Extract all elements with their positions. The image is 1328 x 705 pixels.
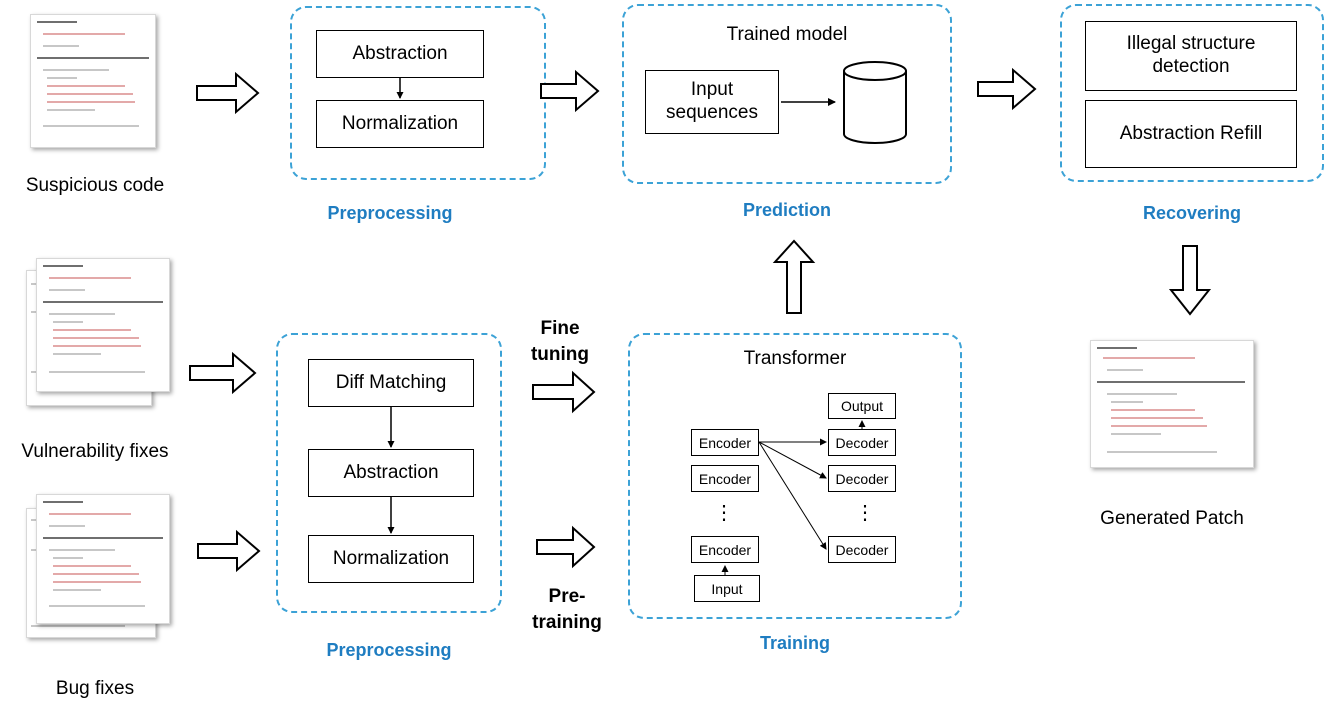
- encoder-box-3: Encoder: [691, 536, 759, 563]
- flow-arrow-pretraining: [536, 525, 596, 569]
- flow-arrow-fine-tuning: [532, 370, 596, 414]
- vulnerability-fixes-image: [36, 258, 170, 392]
- flow-arrow-bug: [197, 529, 261, 573]
- normalization-box: Normalization: [316, 100, 484, 148]
- decoder-box-3: Decoder: [828, 536, 896, 563]
- suspicious-code-image: [30, 14, 156, 148]
- flow-arrow-prediction-to-recovering: [977, 67, 1037, 111]
- output-box: Output: [828, 393, 896, 419]
- decoder-ellipsis: ⋮: [855, 502, 875, 524]
- flow-arrow-recovering-to-patch: [1168, 245, 1212, 316]
- encoder-box-1: Encoder: [691, 429, 759, 456]
- abstraction-refill-box: Abstraction Refill: [1085, 100, 1297, 168]
- diff-matching-box: Diff Matching: [308, 359, 474, 407]
- database-icon: [843, 61, 907, 144]
- illegal-structure-detection-box: Illegal structure detection: [1085, 21, 1297, 91]
- decoder-box-2: Decoder: [828, 465, 896, 492]
- encoder-to-decoder3-arrow: [758, 441, 827, 550]
- suspicious-code-caption: Suspicious code: [25, 175, 165, 196]
- illegal-structure-detection-label: Illegal structure detection: [1126, 33, 1256, 77]
- input-sequences-label: Input sequences: [666, 79, 758, 123]
- input-box: Input: [694, 575, 760, 602]
- bug-fixes-image: [36, 494, 170, 624]
- fine-tuning-label: Fine tuning: [530, 318, 590, 365]
- encoder-ellipsis: ⋮: [714, 502, 734, 524]
- abstraction-box-bottom: Abstraction: [308, 449, 474, 497]
- preprocessing-bottom-container: [276, 333, 502, 613]
- encoder-to-decoder2-arrow: [758, 441, 827, 479]
- training-stage-label: Training: [759, 633, 830, 653]
- preprocessing-top-stage-label: Preprocessing: [327, 203, 453, 223]
- generated-patch-caption: Generated Patch: [1100, 508, 1244, 529]
- recovering-stage-label: Recovering: [1142, 203, 1242, 223]
- preprocessing-bottom-stage-label: Preprocessing: [326, 640, 452, 660]
- flow-arrow-preprocess-to-prediction: [540, 69, 600, 113]
- flow-arrow-training-to-prediction: [772, 239, 816, 314]
- training-container: [628, 333, 962, 619]
- prediction-stage-label: Prediction: [742, 200, 831, 220]
- flow-arrow-suspicious: [196, 71, 260, 115]
- transformer-title: Transformer: [743, 348, 847, 369]
- prediction-container: [622, 4, 952, 184]
- decoder-box-1: Decoder: [828, 429, 896, 456]
- flow-arrow-vuln: [189, 351, 257, 395]
- bug-fixes-caption: Bug fixes: [55, 678, 135, 699]
- trained-model-title: Trained model: [726, 24, 848, 45]
- input-sequences-box: Input sequences: [645, 70, 779, 134]
- abstraction-box: Abstraction: [316, 30, 484, 78]
- encoder-box-2: Encoder: [691, 465, 759, 492]
- pretraining-label: Pre- training: [532, 586, 602, 633]
- generated-patch-image: [1090, 340, 1254, 468]
- normalization-box-bottom: Normalization: [308, 535, 474, 583]
- recovering-container: [1060, 4, 1324, 182]
- vulnerability-fixes-caption: Vulnerability fixes: [21, 441, 169, 462]
